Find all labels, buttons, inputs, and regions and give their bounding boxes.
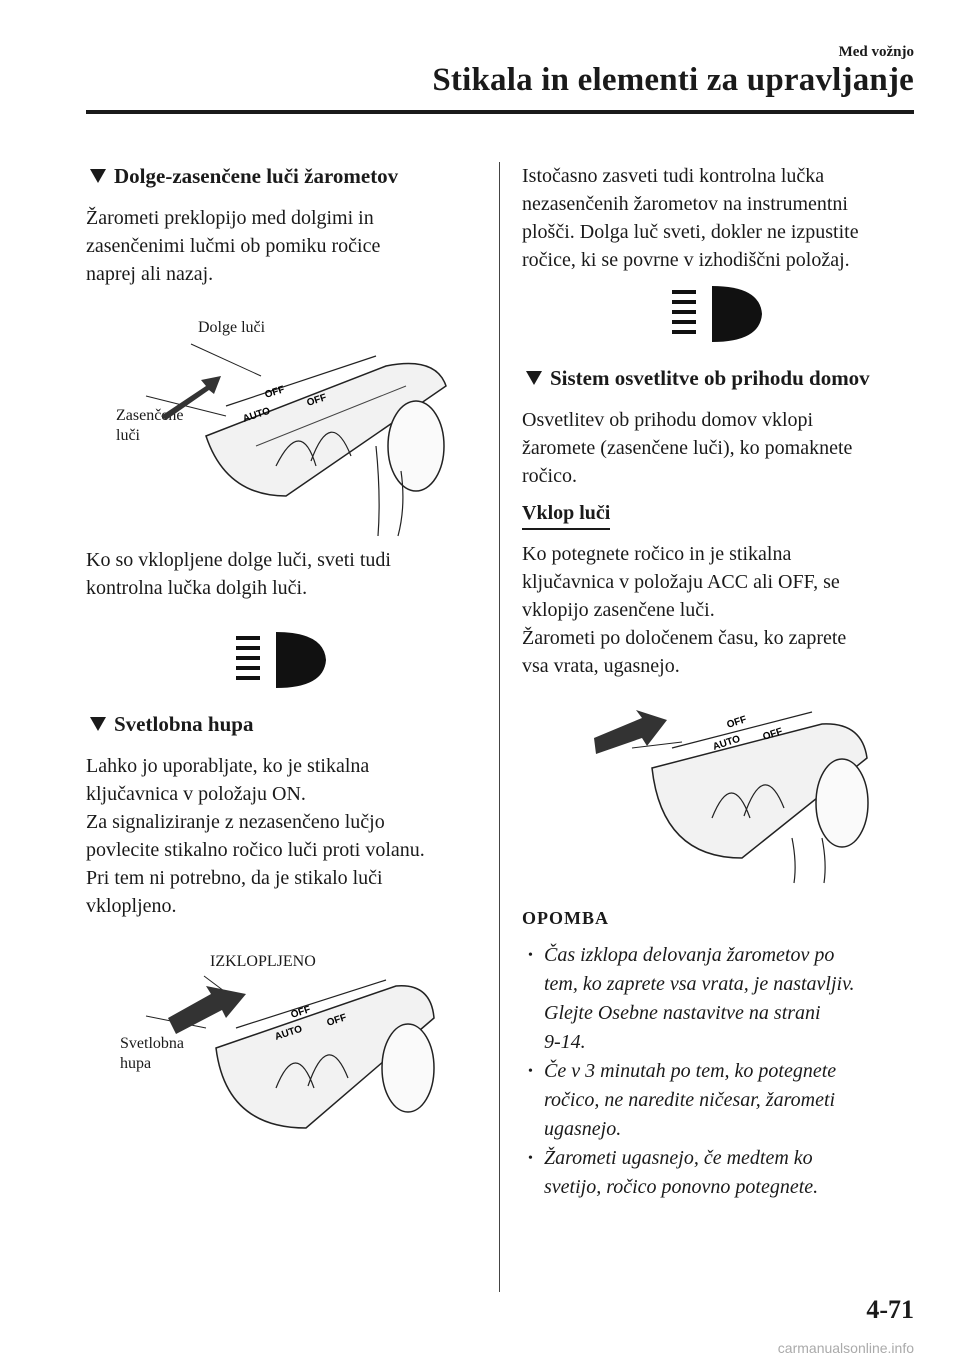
- heading-coming-home: Sistem osvetlitve ob prihodu domov: [526, 364, 917, 392]
- paragraph: Ko so vklopljene dolge luči, sveti tudi …: [86, 549, 391, 599]
- note-item: Žarometi ugasnejo, če medtem ko svetijo,…: [522, 1144, 917, 1202]
- switch-label-off: OFF: [726, 714, 748, 731]
- left-column: Dolge-zasenčene luči žarometov Žarometi …: [86, 162, 481, 1158]
- paragraph: Istočasno zasveti tudi kontrolna lučka n…: [522, 165, 859, 271]
- paragraph: Osvetlitev ob prihodu domov vklopi žarom…: [522, 409, 853, 487]
- heading-high-low-beam: Dolge-zasenčene luči žarometov: [90, 162, 481, 190]
- column-divider: [499, 162, 500, 1292]
- high-beam-indicator: [86, 602, 481, 710]
- lever-illustration: OFF AUTO OFF: [145, 975, 435, 1129]
- watermark: carmanualsonline.info: [777, 1340, 914, 1356]
- paragraph: Lahko jo uporabljate, ko je stikalna klj…: [86, 755, 425, 917]
- triangle-icon: [90, 717, 106, 731]
- triangle-icon: [90, 169, 106, 183]
- note-item: Čas izklopa delovanja žarometov po tem, …: [522, 941, 917, 1057]
- subheading-turn-on: Vklop luči: [522, 500, 611, 530]
- figure-coming-home: OFF AUTO OFF: [522, 688, 917, 888]
- lever-illustration: OFF AUTO OFF: [145, 343, 447, 537]
- switch-label-off: OFF: [264, 384, 286, 401]
- high-beam-indicator: [522, 274, 917, 352]
- page-title: Stikala in elementi za upravljanje: [432, 62, 914, 98]
- note-title: OPOMBA: [522, 908, 609, 928]
- section-label: Med vožnjo: [838, 44, 914, 60]
- figure-label-high-beam: Dolge luči: [198, 319, 266, 336]
- header-rule: [86, 110, 914, 114]
- page-number: 4-71: [866, 1295, 914, 1324]
- lever-illustration: OFF AUTO OFF: [594, 710, 869, 884]
- note-list: Čas izklopa delovanja žarometov po tem, …: [522, 941, 917, 1202]
- triangle-icon: [526, 371, 542, 385]
- heading-headlight-flasher: Svetlobna hupa: [90, 710, 481, 738]
- paragraph: Žarometi preklopijo med dolgimi in zasen…: [86, 207, 381, 285]
- note-item: Če v 3 minutah po tem, ko potegnete roči…: [522, 1057, 917, 1144]
- figure-label-off: IZKLOPLJENO: [210, 953, 316, 970]
- high-beam-icon: [672, 286, 762, 342]
- right-column: Istočasno zasveti tudi kontrolna lučka n…: [522, 162, 917, 1202]
- high-beam-icon: [236, 632, 326, 688]
- paragraph: Ko potegnete ročico in je stikalna ključ…: [522, 543, 847, 677]
